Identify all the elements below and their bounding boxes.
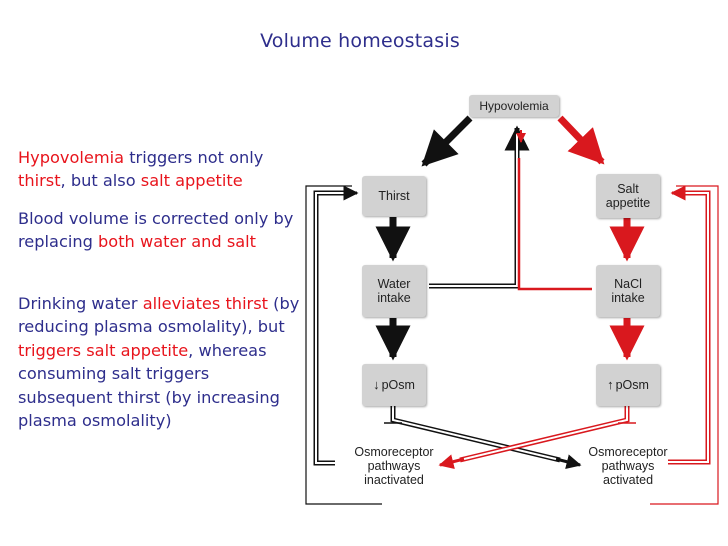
salt-appetite-line2: appetite (605, 196, 651, 210)
term-water-and-salt: both water and salt (98, 232, 257, 252)
node-posm-down: ↓ pOsm (362, 364, 426, 406)
node-thirst: Thirst (362, 176, 426, 216)
nacl-intake-line1: NaCl (614, 277, 642, 291)
text-span: Drinking water (18, 294, 143, 313)
posm-up-label: pOsm (615, 378, 649, 392)
activated-line3: activated (602, 473, 654, 487)
text-span: , but also (60, 171, 141, 191)
node-nacl-intake: NaCl intake (596, 265, 660, 317)
feedback-nacl-to-hypovolemia (517, 158, 592, 291)
nacl-intake-line2: intake (611, 291, 645, 305)
activated-line2: pathways (601, 459, 655, 473)
arrow-up-icon: ↑ (607, 377, 614, 392)
text-span: (by reducing plasma osmolality), but (18, 294, 300, 337)
feedback-inactivated-to-thirst (313, 190, 352, 466)
feedback-outer-right (650, 185, 719, 505)
text-span: Blood volume is corrected only by replac… (18, 209, 294, 252)
inactivated-line2: pathways (367, 459, 421, 473)
water-intake-line1: Water (377, 277, 411, 291)
node-hypovolemia: Hypovolemia (469, 95, 559, 117)
node-posm-up: ↑ pOsm (596, 364, 660, 406)
node-salt-appetite: Salt appetite (596, 174, 660, 218)
paragraph-hypovolemia: Hypovolemia triggers not only thirst, bu… (18, 146, 300, 193)
paragraph-drinking-water: Drinking water alleviates thirst (by red… (18, 292, 300, 432)
activated-line1: Osmoreceptor (588, 445, 668, 459)
term-salt-appetite: salt appetite (140, 171, 243, 191)
node-water-intake: Water intake (362, 265, 426, 317)
feedback-outer-left (305, 185, 382, 505)
arrow-down-icon: ↓ (373, 377, 380, 392)
feedback-water-to-hypovolemia (429, 158, 520, 289)
term-hypovolemia: Hypovolemia (18, 148, 125, 167)
term-alleviates-thirst: alleviates thirst (142, 294, 268, 313)
text-span: triggers not only (124, 148, 264, 167)
posm-down-label: pOsm (381, 378, 415, 392)
paragraph-blood-volume: Blood volume is corrected only by replac… (18, 207, 300, 254)
water-intake-line2: intake (377, 291, 411, 305)
text-span: , whereas consuming salt triggers subseq… (18, 340, 280, 431)
inactivated-line3: inactivated (364, 473, 424, 487)
arrow-hypovolemia-to-salt-appetite (557, 115, 605, 165)
node-osmoreceptor-inactivated: Osmoreceptor pathways inactivated (346, 445, 442, 487)
term-triggers-salt-appetite: triggers salt appetite (18, 340, 189, 360)
arrow-hypovolemia-to-thirst (421, 115, 473, 167)
salt-appetite-line1: Salt (617, 182, 639, 196)
term-thirst: thirst (18, 171, 61, 191)
node-osmoreceptor-activated: Osmoreceptor pathways activated (580, 445, 676, 487)
feedback-activated-to-salt-appetite (668, 190, 711, 465)
inactivated-line1: Osmoreceptor (354, 445, 434, 459)
slide-title: Volume homeostasis (260, 30, 460, 52)
